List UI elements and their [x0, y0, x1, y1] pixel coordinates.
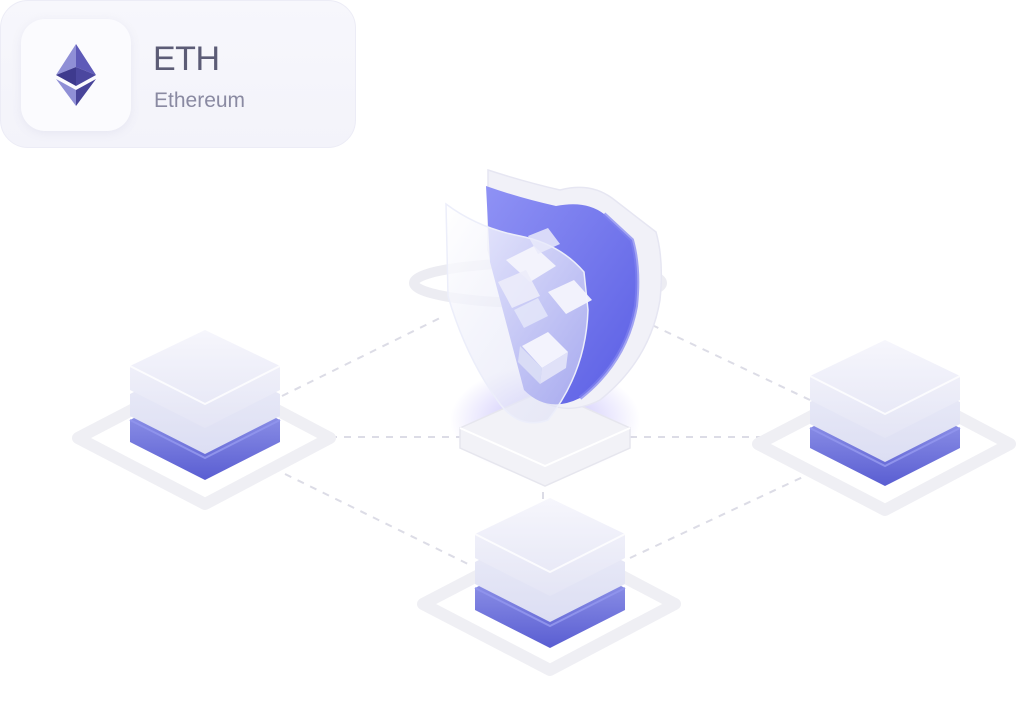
token-card: ETH Ethereum: [0, 0, 356, 148]
token-name: Ethereum: [154, 89, 246, 112]
server-stack-icon: [417, 498, 681, 676]
server-stack-icon: [752, 340, 1016, 516]
shield-icon: [409, 168, 667, 487]
connection-line: [629, 475, 806, 559]
token-icon-tile: [21, 19, 131, 131]
server-stack-icon: [72, 330, 336, 510]
ethereum-icon: [56, 44, 96, 106]
connection-lines: [281, 317, 811, 566]
connection-line: [281, 317, 441, 397]
token-symbol: ETH: [153, 40, 220, 78]
connection-line: [284, 473, 471, 566]
connection-line: [651, 324, 811, 401]
